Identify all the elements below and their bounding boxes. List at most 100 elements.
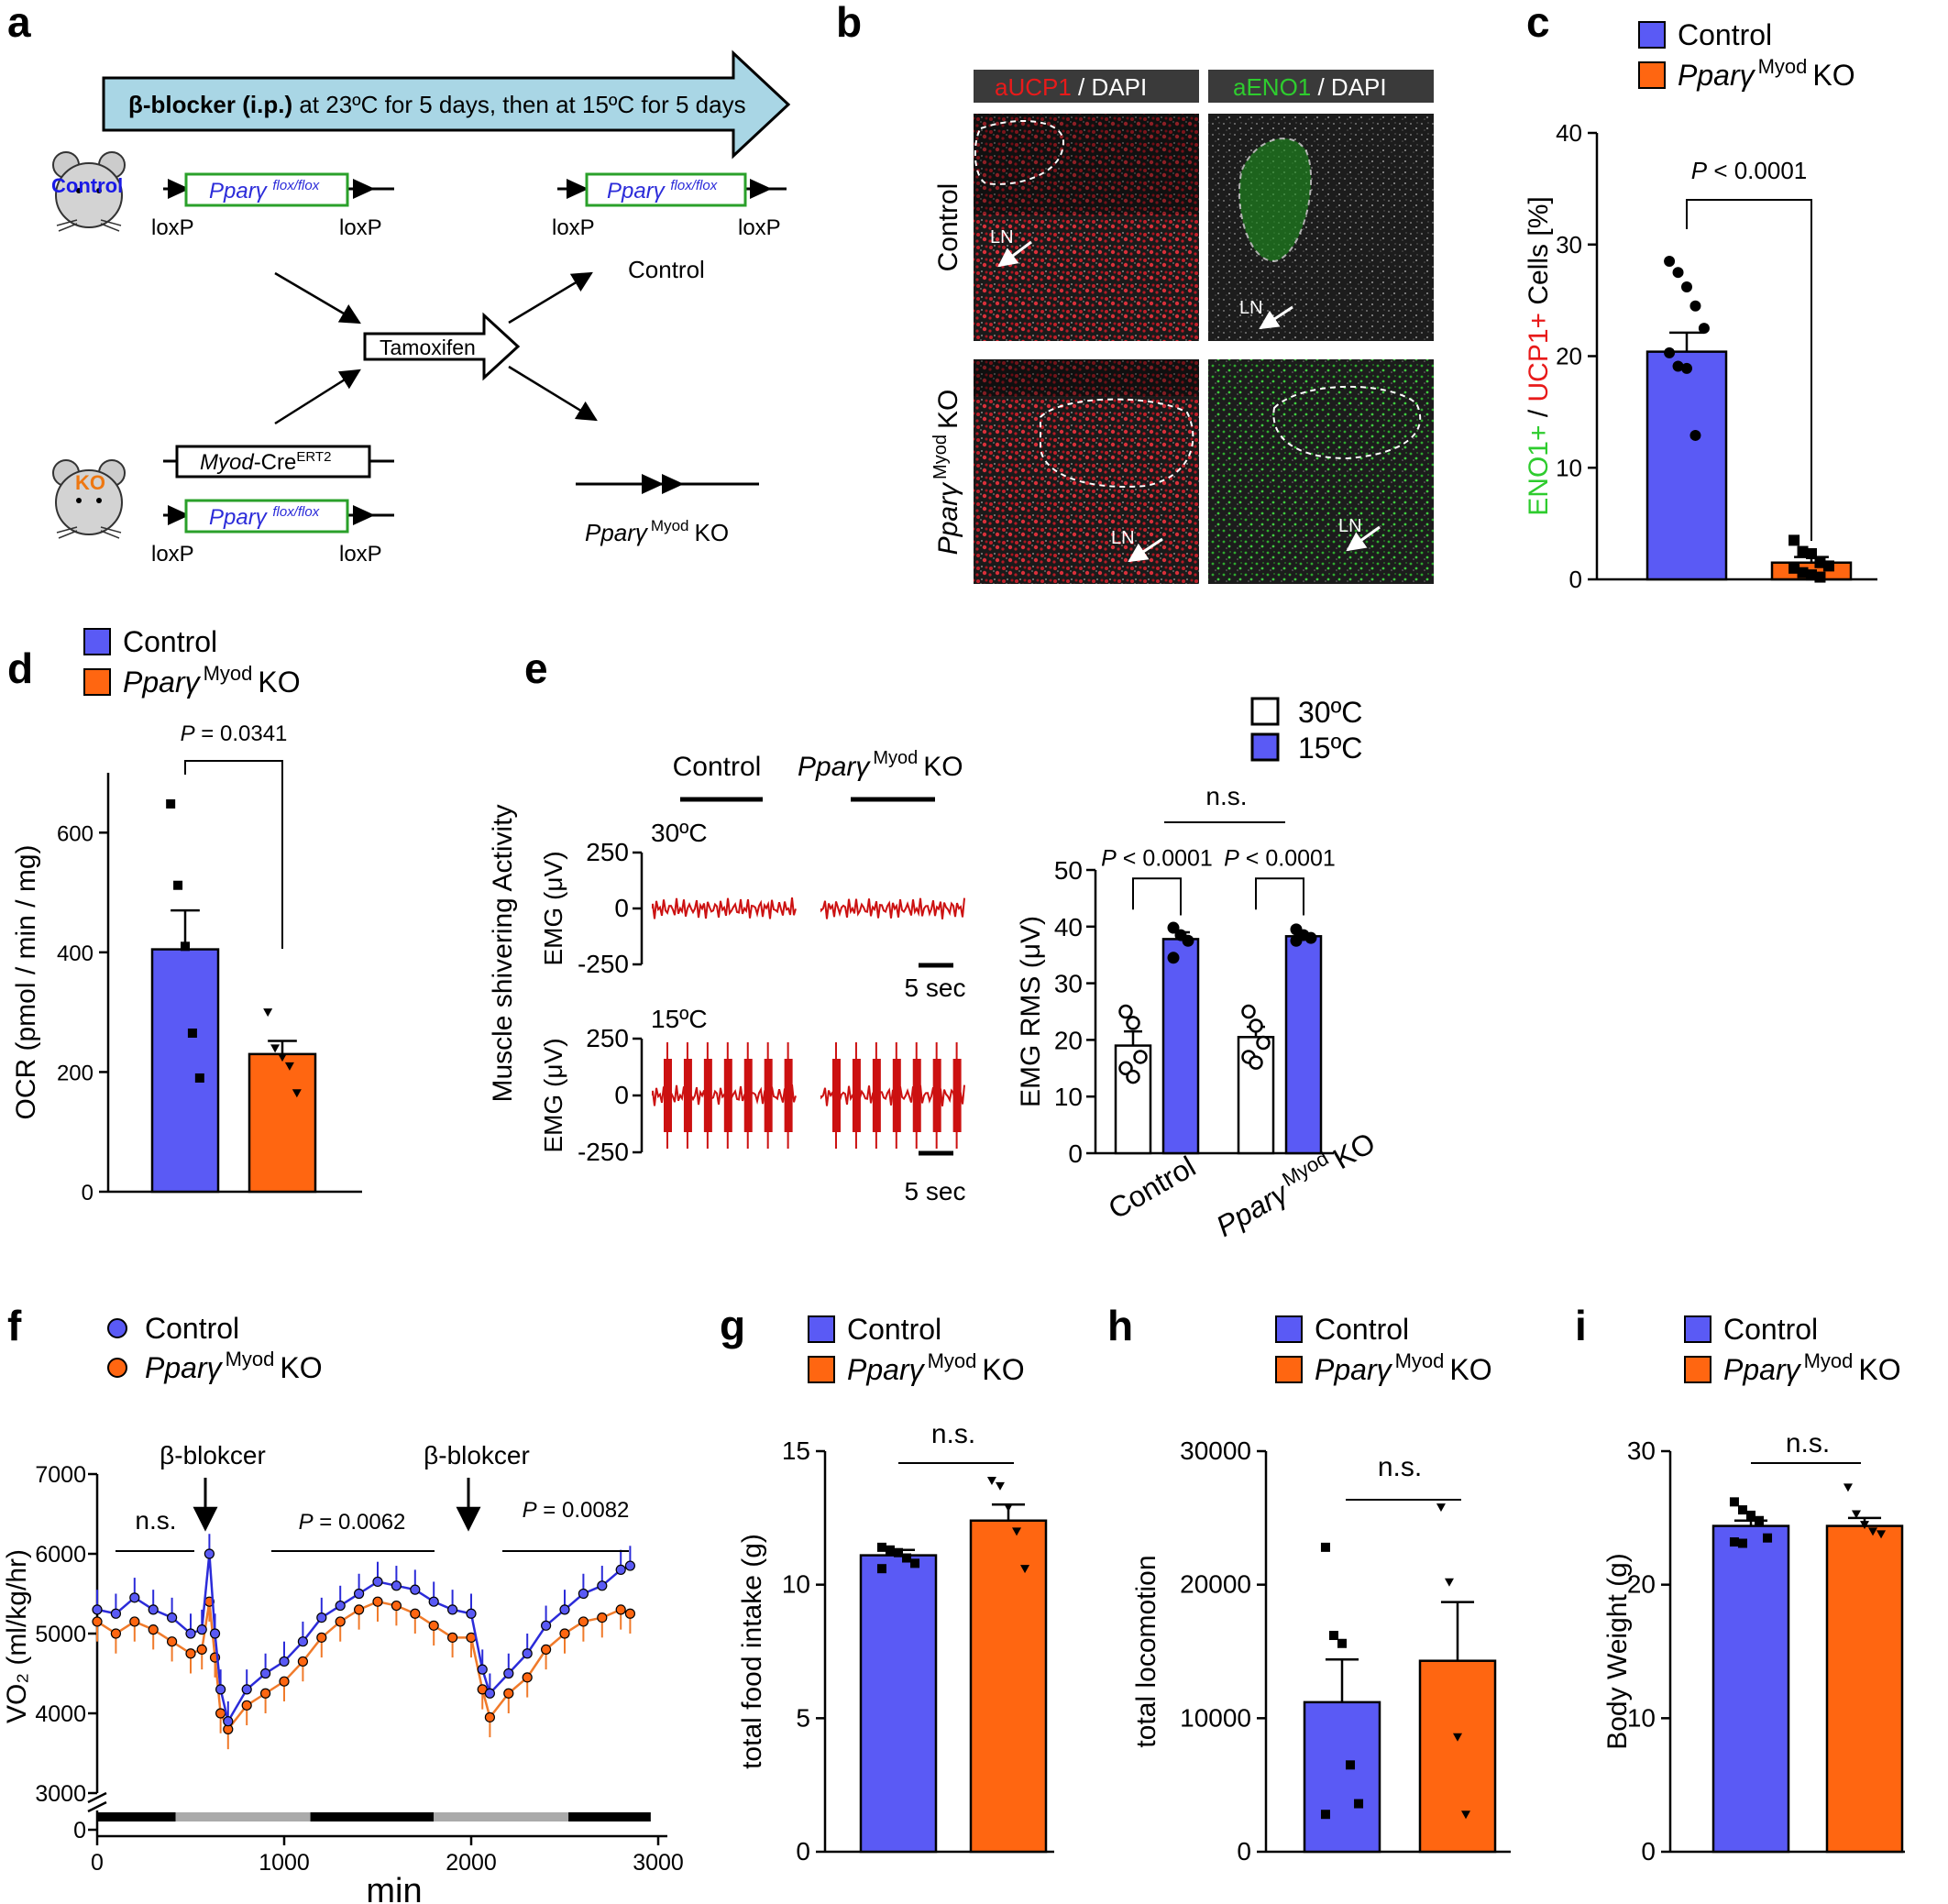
p-value: = 0.0082 <box>537 1498 630 1523</box>
significance-bracket <box>1686 199 1812 541</box>
vo2-point <box>354 1588 365 1600</box>
trace-y-tick-label: -250 <box>578 1138 629 1166</box>
legend-label-ko-gene: Pparγ <box>123 666 202 699</box>
vo2-point <box>477 1664 488 1675</box>
y-axis-label: EMG RMS (μV) <box>1016 916 1046 1107</box>
data-point <box>1746 1510 1755 1520</box>
legend-label-ko-sup: Myod <box>204 662 253 685</box>
data-point <box>1737 1538 1747 1548</box>
x-tick-label: 2000 <box>446 1850 497 1876</box>
data-point <box>1290 934 1303 947</box>
bar-ko <box>248 1052 317 1194</box>
legend-label-30: 30ºC <box>1298 696 1362 729</box>
data-point <box>1797 545 1809 557</box>
p-value: < 0.0001 <box>1707 157 1807 184</box>
data-point <box>1133 1050 1148 1064</box>
y-tick-label: 0 <box>73 1818 86 1843</box>
data-point <box>1320 1810 1330 1820</box>
svg-text:aUCP1 / DAPI: aUCP1 / DAPI <box>995 73 1147 101</box>
vo2-point <box>428 1596 439 1607</box>
vo2-point <box>484 1688 496 1699</box>
trace-y-tick-label: -250 <box>578 950 629 978</box>
y-axis-label-part: Cells [%] <box>1524 196 1554 313</box>
significance-label: n.s. <box>931 1419 975 1449</box>
legend-label-ko-sup: Myod <box>928 1349 977 1372</box>
y-tick-label: 10 <box>782 1570 810 1599</box>
data-point <box>173 880 183 890</box>
vo2-point <box>215 1684 226 1695</box>
legend-label-ko-gene: Pparγ <box>847 1353 926 1386</box>
legend-label-ko-suffix: KO <box>280 1351 322 1384</box>
data-point <box>181 941 190 952</box>
data-point <box>1806 547 1817 559</box>
scale-bar-label: 5 sec <box>905 974 966 1002</box>
legend-label-ko-suffix: KO <box>1812 59 1854 92</box>
trace-y-axis-label: EMG (μV) <box>539 1038 567 1152</box>
panel-letter-h: h <box>1107 1302 1133 1349</box>
data-point <box>1346 1760 1356 1770</box>
ln-label: LN <box>1338 516 1362 536</box>
y-tick-label: 0 <box>1641 1837 1656 1865</box>
vo2-point <box>316 1612 327 1623</box>
panel-letter-d: d <box>7 644 33 692</box>
y-tick-label: 3000 <box>35 1781 86 1807</box>
data-point <box>1354 1799 1364 1809</box>
data-point <box>1328 1631 1338 1641</box>
vo2-point <box>615 1564 626 1576</box>
allele-label-2: Pparγ flox/flox <box>607 178 718 204</box>
y-tick-label: 5000 <box>35 1622 86 1647</box>
y-tick-label: 5 <box>796 1703 810 1732</box>
light-dark-cycle-bar <box>568 1812 651 1821</box>
data-point <box>986 1477 996 1486</box>
data-point <box>1241 1004 1256 1019</box>
significance-label: P < 0.0001 <box>1224 845 1336 871</box>
vo2-line <box>96 1553 631 1725</box>
row-label-ko: PparγMyodKO <box>930 390 963 556</box>
data-point <box>1167 952 1180 964</box>
y-tick-label: 0 <box>796 1837 810 1865</box>
bar-ko <box>1418 1659 1497 1854</box>
data-point <box>292 1089 302 1098</box>
y-tick-label: 40 <box>1556 119 1582 147</box>
y-axis-label-part: / <box>1524 402 1554 425</box>
p-value: = 0.0341 <box>195 721 288 746</box>
data-point <box>194 1073 204 1083</box>
vo2-point <box>335 1600 346 1612</box>
legend-label-ko-gene: Pparγ <box>1723 1353 1802 1386</box>
significance-label: n.s. <box>1786 1428 1830 1458</box>
significance-bracket <box>1132 877 1182 916</box>
data-point <box>1797 567 1809 578</box>
data-point <box>1304 931 1317 944</box>
vo2-point <box>110 1628 122 1639</box>
legend-label-ko-sup: Myod <box>1758 55 1808 78</box>
vo2-point <box>522 1648 533 1659</box>
vo2-point <box>391 1580 402 1591</box>
legend-swatch-ko <box>1684 1356 1711 1383</box>
vo2-point <box>597 1580 608 1591</box>
vo2-line <box>96 1600 631 1732</box>
vo2-point <box>241 1684 252 1695</box>
legend-swatch-ko <box>1275 1356 1303 1383</box>
treatment-arrow <box>102 50 791 160</box>
data-point <box>1337 1638 1347 1648</box>
loxp-label: loxP <box>339 215 382 240</box>
legend-marker-control <box>107 1318 127 1338</box>
legend-swatch-control <box>1275 1315 1303 1343</box>
vo2-point <box>578 1616 589 1627</box>
bar-control <box>1303 1700 1381 1854</box>
y-tick-label: 30 <box>1627 1436 1656 1465</box>
significance-label: P < 0.0001 <box>1101 845 1213 871</box>
data-point <box>1453 1733 1462 1742</box>
trace-y-tick-label: 0 <box>614 894 629 922</box>
legend-label-ko-suffix: KO <box>258 666 300 699</box>
data-point <box>1814 556 1826 568</box>
